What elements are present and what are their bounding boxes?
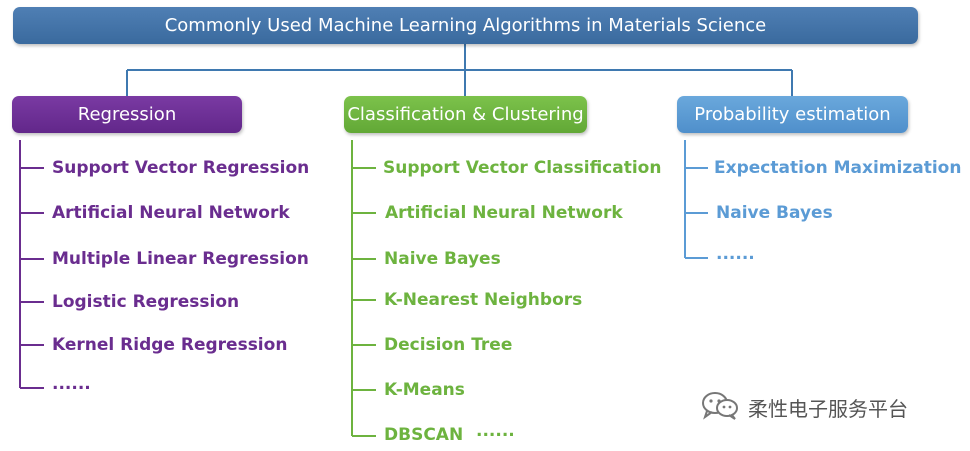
probability-item: Naive Bayes bbox=[716, 203, 833, 223]
classification-item: Artificial Neural Network bbox=[385, 203, 623, 223]
probability-item: Expectation Maximization bbox=[714, 158, 962, 178]
classification-item: Support Vector Classification bbox=[383, 158, 662, 178]
regression-ellipsis: ...... bbox=[52, 374, 91, 394]
category-classification-clustering: Classification & Clustering bbox=[344, 96, 587, 133]
regression-item: Logistic Regression bbox=[52, 292, 240, 312]
category-probability-estimation: Probability estimation bbox=[677, 96, 908, 133]
classification-ellipsis: ...... bbox=[476, 421, 515, 441]
regression-item: Kernel Ridge Regression bbox=[52, 335, 288, 355]
classification-item: K-Nearest Neighbors bbox=[384, 290, 583, 310]
classification-item: DBSCAN bbox=[384, 425, 464, 445]
diagram-title: Commonly Used Machine Learning Algorithm… bbox=[13, 7, 918, 44]
probability-ellipsis: ...... bbox=[716, 244, 755, 264]
classification-item: Decision Tree bbox=[384, 335, 513, 355]
classification-item: K-Means bbox=[384, 380, 465, 400]
classification-item: Naive Bayes bbox=[384, 249, 501, 269]
regression-item: Support Vector Regression bbox=[52, 158, 310, 178]
category-regression: Regression bbox=[12, 96, 242, 133]
watermark-text: 柔性电子服务平台 bbox=[748, 396, 908, 421]
regression-item: Multiple Linear Regression bbox=[52, 249, 309, 269]
regression-item: Artificial Neural Network bbox=[52, 203, 290, 223]
watermark: 柔性电子服务平台 bbox=[700, 390, 908, 425]
wechat-icon bbox=[700, 390, 740, 425]
